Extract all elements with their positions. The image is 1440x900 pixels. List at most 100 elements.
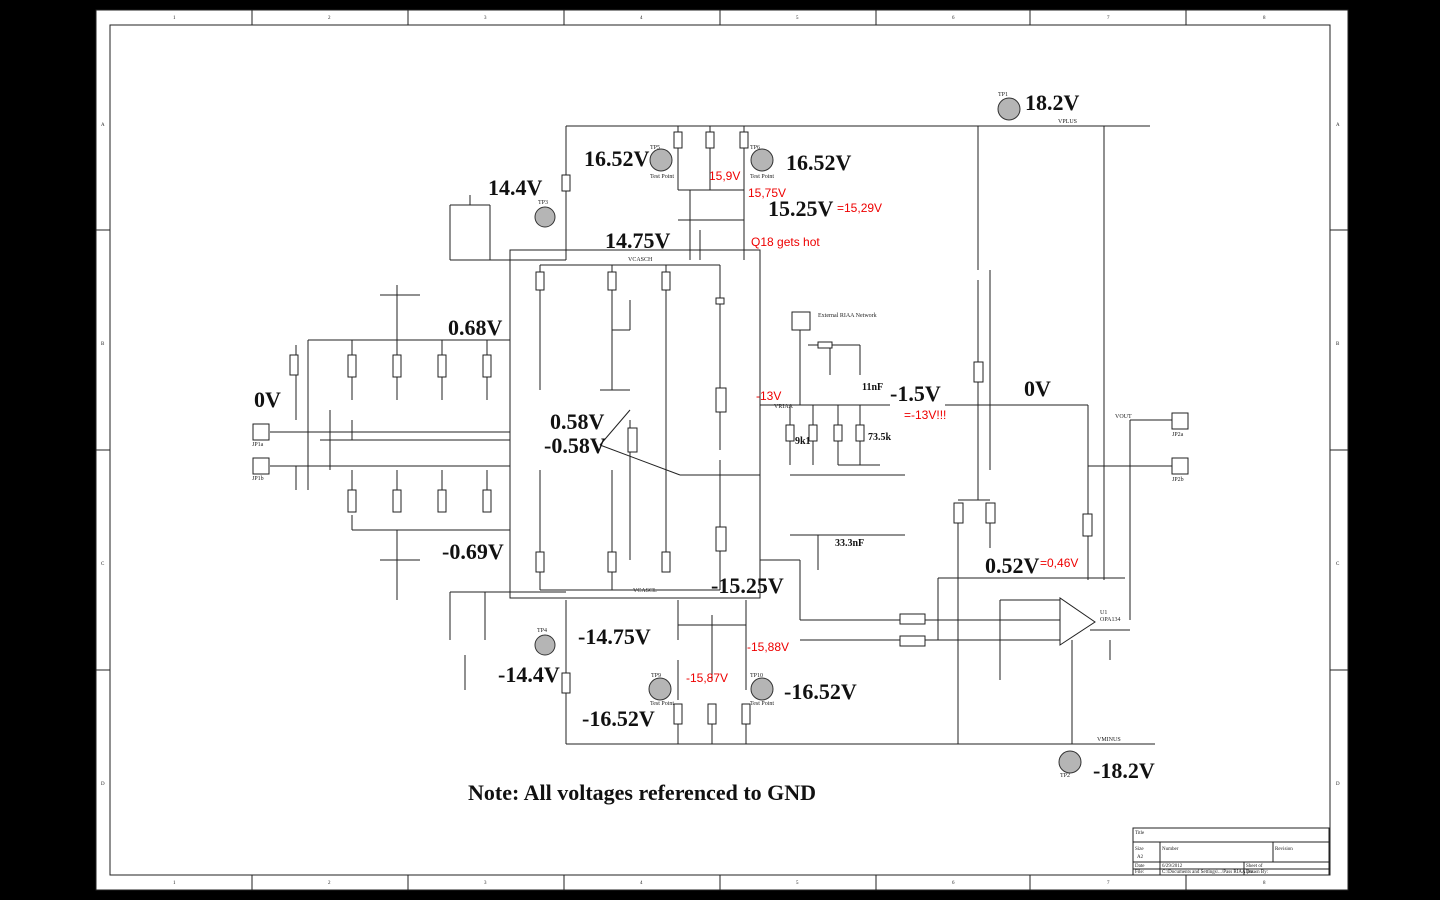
voltage-input-zero: 0V xyxy=(254,387,281,412)
cap-33nf: 33.3nF xyxy=(835,538,864,549)
voltage-tp4: -14.4V xyxy=(498,662,560,687)
voltage-cascade-bottom: -14.75V xyxy=(578,624,651,649)
annotation-4: Q18 gets hot xyxy=(751,235,820,249)
annotation-5: -13V xyxy=(756,389,781,403)
voltage-readings: 18.2V 16.52V 16.52V 14.4V 15.25V 14.75V … xyxy=(254,90,1155,783)
riaa-network-label: External RIAA Network xyxy=(818,313,877,319)
voltage-note: Note: All voltages referenced to GND xyxy=(468,780,816,805)
col-5: 5 xyxy=(796,16,799,21)
voltage-tp10: -16.52V xyxy=(784,679,857,704)
voltage-vplus: 18.2V xyxy=(1025,90,1080,115)
res-9k1: 9k1 xyxy=(795,436,811,447)
resistors xyxy=(289,131,1093,725)
row-d: D xyxy=(101,782,105,787)
date-value: 6/29/2012 xyxy=(1162,864,1183,869)
voltage-output: 0V xyxy=(1024,376,1051,401)
tp9-label: TP9 xyxy=(651,673,661,679)
voltage-input-bottom: -0.69V xyxy=(442,539,504,564)
col-4: 4 xyxy=(640,16,643,21)
voltage-q7: -15.25V xyxy=(711,573,784,598)
title-block: Title Size A2 Number Revision Date 6/29/… xyxy=(1132,827,1330,876)
voltage-input-top: 0.68V xyxy=(448,315,503,340)
cap-11nf: 11nF xyxy=(862,382,883,393)
row-b: B xyxy=(101,342,105,347)
row-a-right: A xyxy=(1336,123,1340,128)
vout-label: VOUT xyxy=(1115,414,1132,420)
res-73k5: 73.5k xyxy=(868,432,892,443)
title-field: Title xyxy=(1135,831,1145,836)
measurement-annotations: 15,9V 15,75V =15,29V Q18 gets hot -13V =… xyxy=(686,169,1078,685)
opamp-label: OPA134 xyxy=(1100,617,1120,623)
vcasch-label: VCASCH xyxy=(628,257,653,263)
vplus-label: VPLUS xyxy=(1058,119,1077,125)
col-2: 2 xyxy=(328,16,331,21)
annotation-9: -15,87V xyxy=(686,671,728,685)
row-c: C xyxy=(101,562,105,567)
drawn-field: Drawn By: xyxy=(1246,870,1268,875)
voltage-mid-pos: 0.58V xyxy=(550,409,605,434)
col-6-bottom: 6 xyxy=(952,881,955,886)
number-field: Number xyxy=(1162,847,1179,852)
voltage-mid-neg: -0.58V xyxy=(544,433,606,458)
voltage-vminus: -18.2V xyxy=(1093,758,1155,783)
jp1a-label: JP1a xyxy=(252,442,264,448)
sheet-field: Sheet of xyxy=(1246,864,1263,869)
tp5-label: TP5 xyxy=(650,145,660,151)
vcascl-label: VCASCL xyxy=(633,588,657,594)
test-point-label-tp5: Test Point xyxy=(650,174,674,180)
opamp-symbol xyxy=(1059,597,1096,646)
file-field: File: xyxy=(1135,870,1144,875)
tp10-label: TP10 xyxy=(750,673,763,679)
col-1: 1 xyxy=(173,16,176,21)
voltage-riaa: -1.5V xyxy=(890,381,941,406)
voltage-tp6: 16.52V xyxy=(786,150,852,175)
jacks xyxy=(252,412,1189,475)
revision-field: Revision xyxy=(1275,847,1293,852)
col-6: 6 xyxy=(952,16,955,21)
tp1-label: TP1 xyxy=(998,92,1008,98)
u1-label: U1 xyxy=(1100,610,1107,616)
voltage-opamp: 0.52V xyxy=(985,553,1040,578)
col-5-bottom: 5 xyxy=(796,881,799,886)
row-markers: A B C D A B C D xyxy=(101,123,1340,787)
row-a: A xyxy=(101,123,105,128)
wiring xyxy=(270,125,1172,745)
tp1-marker xyxy=(997,97,1021,121)
test-point-label-tp9: Test Point xyxy=(650,701,674,707)
tick-lines xyxy=(96,10,1348,890)
col-3-bottom: 3 xyxy=(484,881,487,886)
tp9-marker xyxy=(648,677,672,701)
test-point-label-tp10: Test Point xyxy=(750,701,774,707)
size-field: Size xyxy=(1135,847,1144,852)
voltage-q18: 15.25V xyxy=(768,196,834,221)
jp2a-label: JP2a xyxy=(1172,432,1184,438)
net-labels: TP1 VPLUS VMINUS TP2 TP5 TP6 TP3 TP4 TP9… xyxy=(252,92,1184,779)
date-field: Date xyxy=(1135,864,1145,869)
col-8-bottom: 8 xyxy=(1263,881,1266,886)
col-3: 3 xyxy=(484,16,487,21)
test-point-label-tp6: Test Point xyxy=(750,174,774,180)
annotation-6: =-13V!!! xyxy=(904,408,946,422)
annotation-1: 15,9V xyxy=(709,169,740,183)
col-2-bottom: 2 xyxy=(328,881,331,886)
annotation-8: -15,88V xyxy=(747,640,789,654)
component-values: 11nF 73.5k 9k1 33.3nF xyxy=(795,382,892,549)
col-7-bottom: 7 xyxy=(1107,881,1110,886)
tp6-marker xyxy=(750,148,774,172)
col-4-bottom: 4 xyxy=(640,881,643,886)
column-markers: 1 2 3 4 5 6 7 8 1 2 3 4 5 6 7 8 xyxy=(173,16,1266,886)
voltage-tp5: 16.52V xyxy=(584,146,650,171)
tp4-marker xyxy=(534,634,556,656)
tp4-label: TP4 xyxy=(537,628,547,634)
annotation-2: 15,75V xyxy=(748,186,786,200)
tp3-label: TP3 xyxy=(538,200,548,206)
col-8: 8 xyxy=(1263,16,1266,21)
paper xyxy=(95,9,1349,891)
tp2-marker xyxy=(1058,750,1082,774)
tp5-marker xyxy=(649,148,673,172)
annotation-7: =0,46V xyxy=(1040,556,1078,570)
row-d-right: D xyxy=(1336,782,1340,787)
voltage-cascade-top: 14.75V xyxy=(605,228,671,253)
row-c-right: C xyxy=(1336,562,1340,567)
